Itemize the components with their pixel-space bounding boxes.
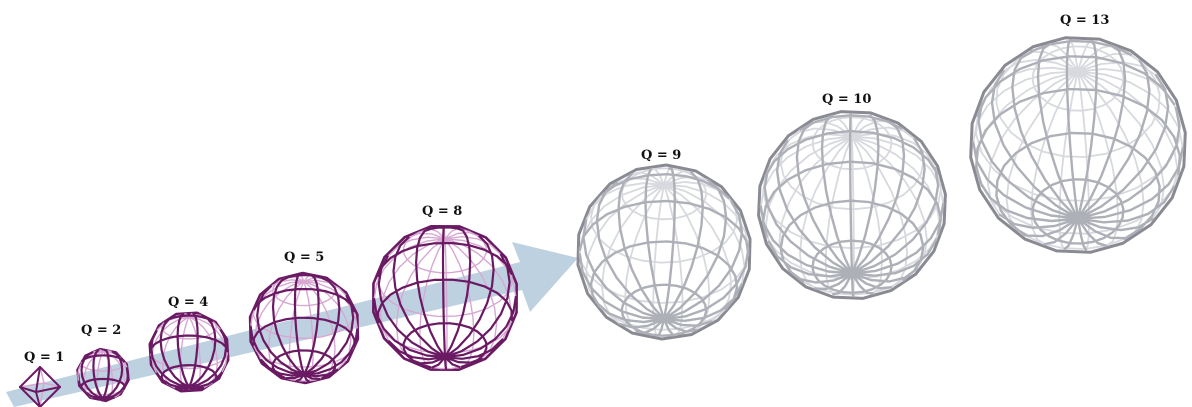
rhombicuboctahedron-wireframe-icon [148,311,230,393]
label-q2: Q = 2 [81,323,122,338]
label-q13: Q = 13 [1060,13,1110,28]
octahedron-wireframe-icon [19,366,61,407]
label-q10: Q = 10 [822,92,872,107]
polyhedron-wireframe-icon [969,36,1187,254]
polyhedron-wireframe-icon [576,163,752,341]
label-q5: Q = 5 [284,250,325,265]
label-q4: Q = 4 [168,295,209,310]
label-q8: Q = 8 [422,204,463,219]
label-q9: Q = 9 [641,148,682,163]
polyhedron-wireframe-icon [757,110,947,300]
label-q1: Q = 1 [24,350,65,365]
polyhedron-wireframe-icon [248,271,360,385]
polyhedron-wireframe-icon [372,225,518,371]
cuboctahedron-wireframe-icon [76,347,130,403]
